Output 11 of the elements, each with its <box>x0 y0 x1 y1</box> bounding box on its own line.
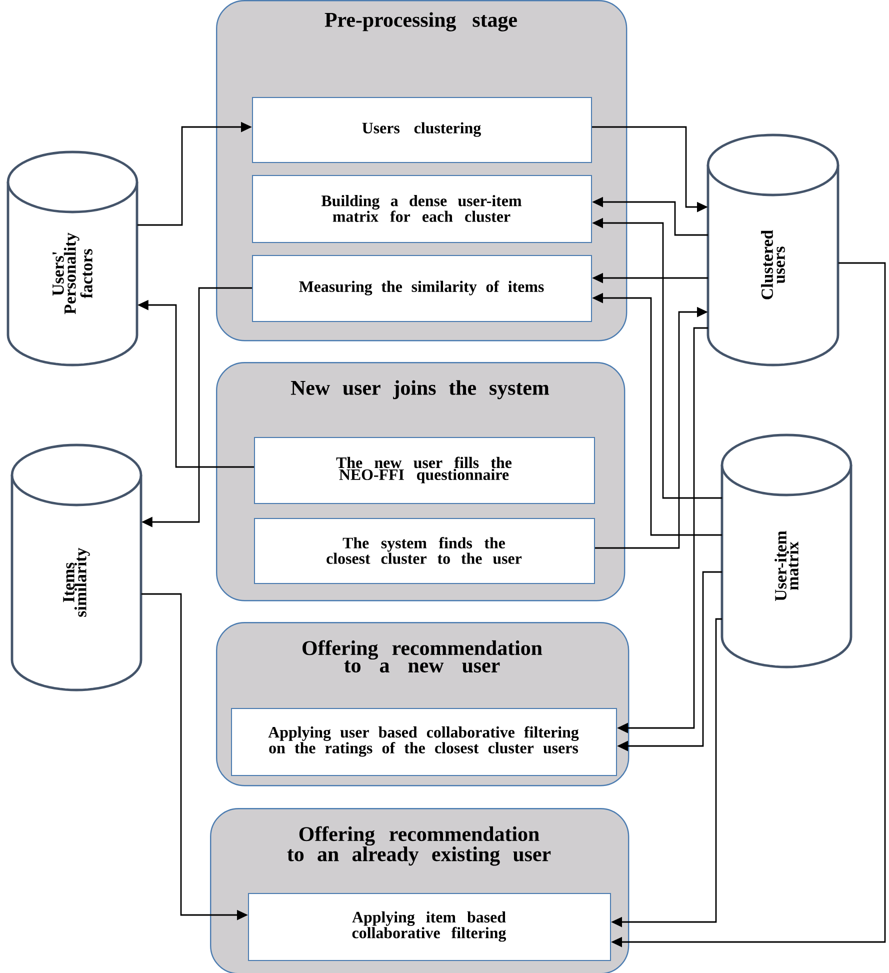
database-cylinder: Users' Personality factors <box>6 150 138 366</box>
process-box: Building a dense user-item matrix for each cluster <box>252 175 592 243</box>
database-cylinder: User-item matrix <box>720 434 852 668</box>
process-box: Measuring the similarity of items <box>252 255 592 322</box>
process-box: The new user fills the NEO-FFI questionnaire <box>254 437 595 504</box>
database-cylinder: Items similarity <box>10 444 142 692</box>
database-cylinder: Clustered users <box>706 134 840 366</box>
process-box: Applying item based collaborative filtering <box>248 893 611 961</box>
process-box: Applying user based collaborative filtering on the ratings of the closest cluster users <box>231 708 617 776</box>
process-box: Users clustering <box>252 97 592 163</box>
process-box: The system finds the closest cluster to the user <box>254 518 595 584</box>
